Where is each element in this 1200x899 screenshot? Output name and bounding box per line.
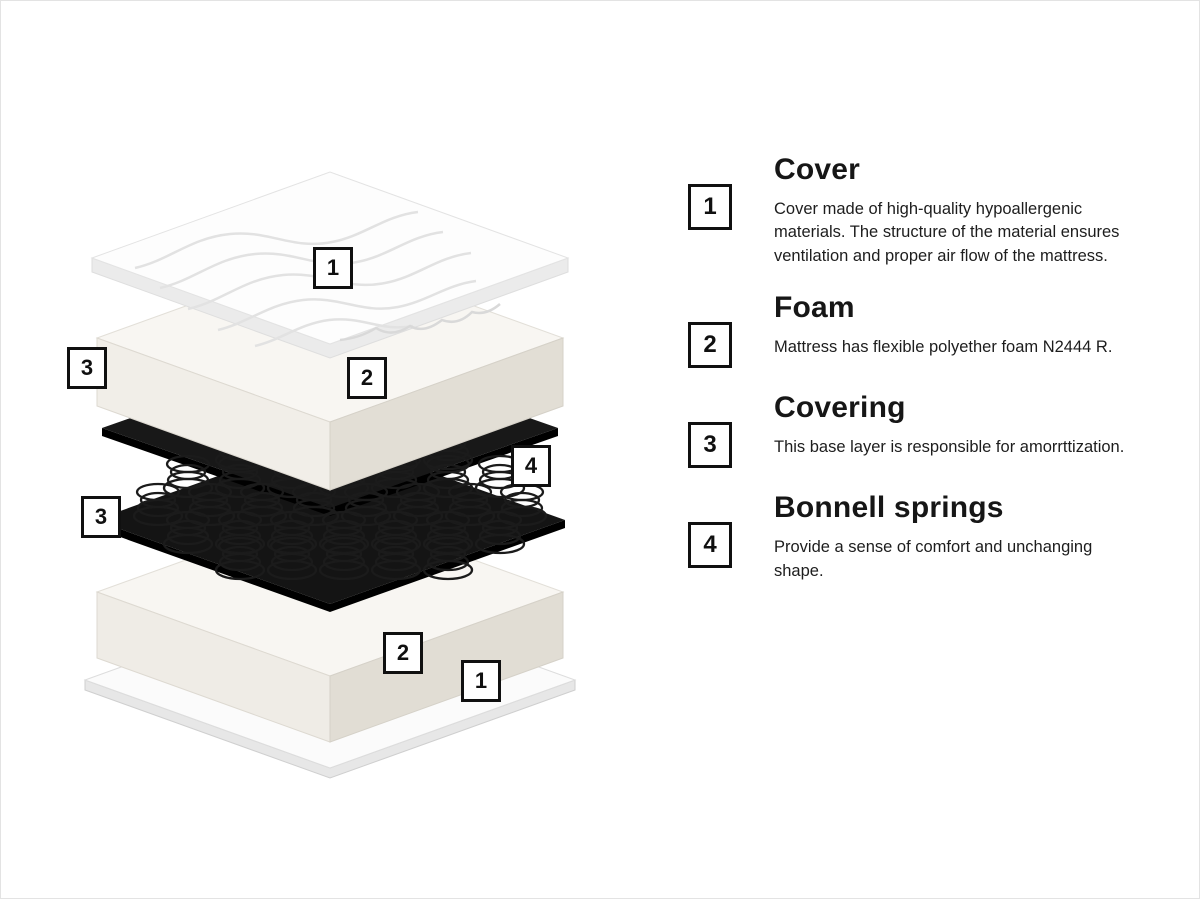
- diagram-badge-covering-bottom: 3: [81, 496, 121, 538]
- legend-number-box: 4: [688, 522, 732, 569]
- diagram-badge-cover-bottom: 1: [461, 660, 501, 702]
- legend-description: Cover made of high-quality hypoallergeni…: [774, 200, 1120, 265]
- legend-item-bonnell-springs: 4 Bonnell springs Provide a sense of com…: [678, 490, 1158, 583]
- legend: 1 Cover Cover made of high-quality hypoa…: [678, 152, 1158, 605]
- legend-description: Provide a sense of comfort and unchangin…: [774, 538, 1093, 580]
- legend-text-bonnell-springs: Bonnell springs Provide a sense of comfo…: [774, 490, 1158, 583]
- legend-item-covering: 3 Covering This base layer is responsibl…: [678, 390, 1158, 469]
- diagram-badge-foam-top: 2: [347, 357, 387, 399]
- legend-text-covering: Covering This base layer is responsible …: [774, 390, 1158, 468]
- diagram-badge-covering-top: 3: [67, 347, 107, 389]
- legend-number-box: 2: [688, 322, 732, 369]
- cover-wave-texture: [134, 210, 477, 348]
- legend-number-box: 3: [688, 422, 732, 469]
- legend-description: This base layer is responsible for amorr…: [774, 438, 1125, 457]
- legend-title: Covering: [774, 391, 906, 425]
- mattress-diagram: 1 2 3 4 3 2 1: [40, 140, 640, 820]
- diagram-badge-cover-top: 1: [313, 247, 353, 289]
- legend-text-cover: Cover Cover made of high-quality hypoall…: [774, 152, 1158, 268]
- legend-text-foam: Foam Mattress has flexible polyether foa…: [774, 290, 1158, 368]
- legend-item-cover: 1 Cover Cover made of high-quality hypoa…: [678, 152, 1158, 268]
- legend-title: Cover: [774, 153, 861, 186]
- legend-title: Foam: [774, 291, 855, 325]
- diagram-badge-springs: 4: [511, 445, 551, 487]
- legend-description: Mattress has flexible polyether foam N24…: [774, 338, 1113, 357]
- legend-item-foam: 2 Foam Mattress has flexible polyether f…: [678, 290, 1158, 369]
- diagram-badge-foam-bottom: 2: [383, 632, 423, 674]
- legend-number-box: 1: [688, 184, 732, 230]
- legend-title: Bonnell springs: [774, 491, 1004, 525]
